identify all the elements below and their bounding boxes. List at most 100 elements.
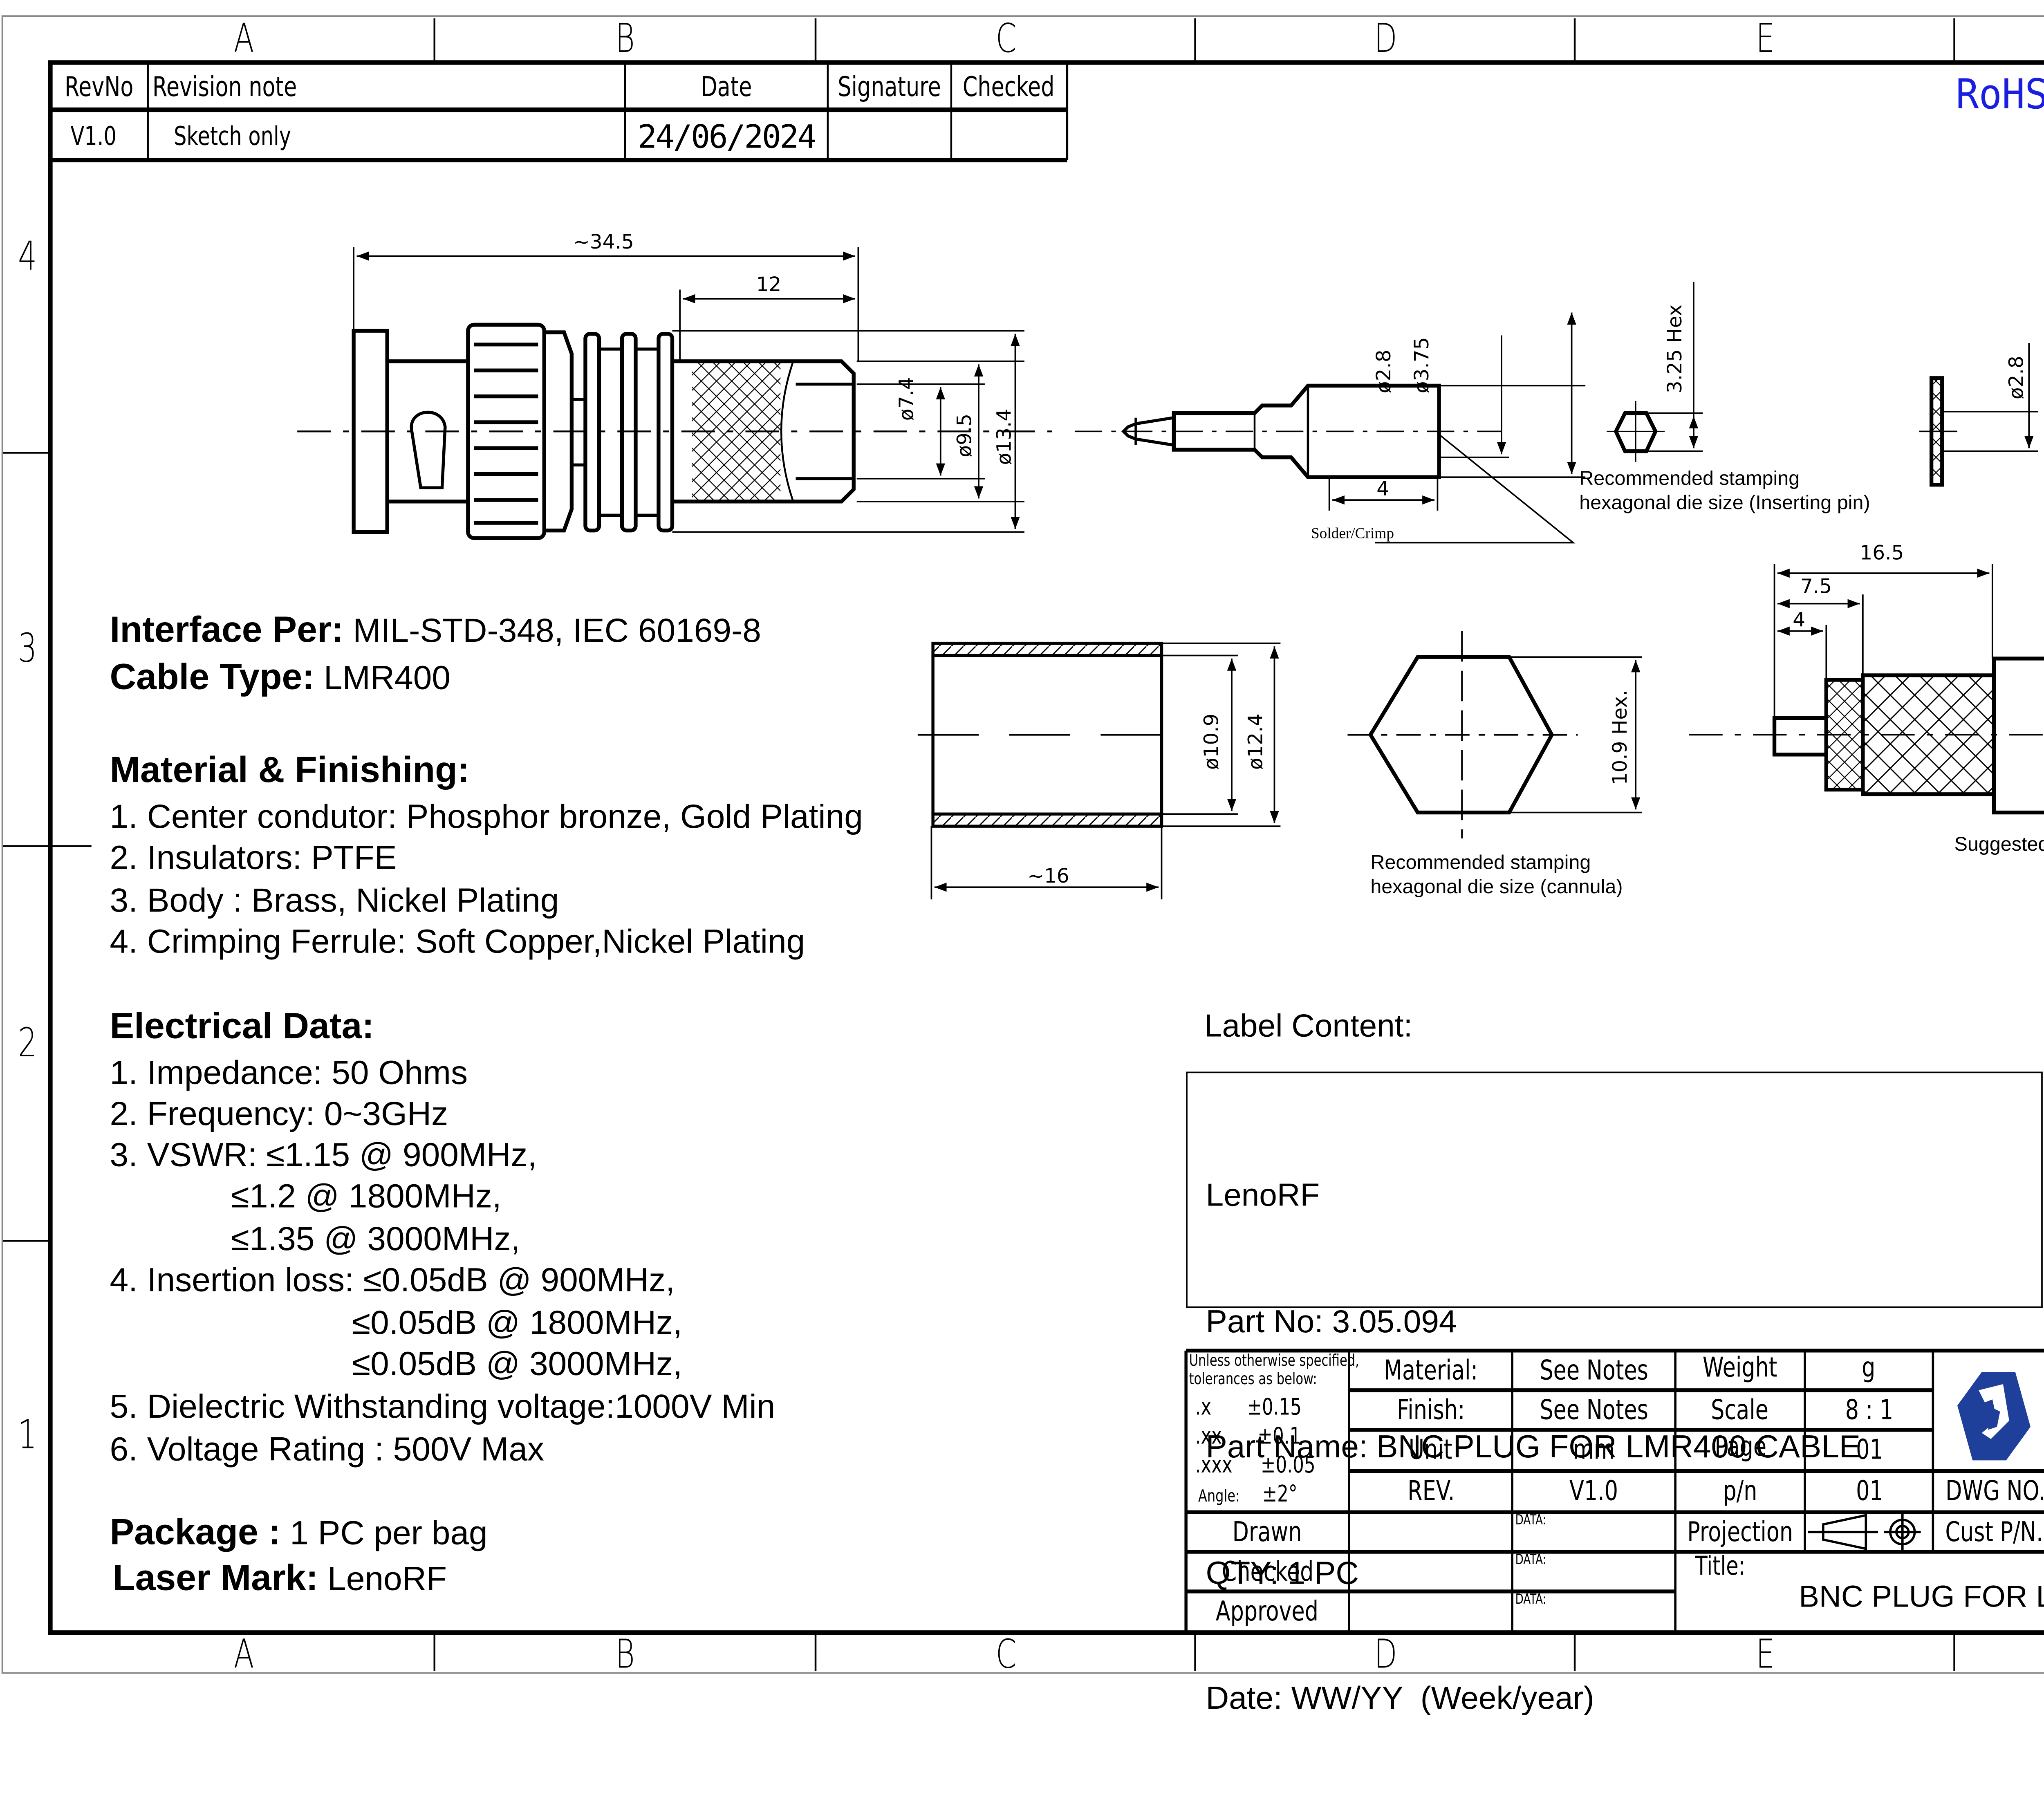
drawing-title: BNC PLUG FOR LMR400 CABLE [1799,1580,2044,1615]
prop-value-scale: 8 : 1 [1845,1394,1893,1426]
electrical-item: 5. Dielectric Withstanding voltage:1000V… [110,1387,775,1425]
zone-col-c-bottom: C [995,1632,1017,1679]
zone-row-2: 2 [18,1021,37,1067]
prop-label-rev: REV. [1407,1475,1455,1508]
approval-approved-date: DATA: [1515,1593,1546,1609]
zone-col-d: D [1374,17,1397,63]
electrical-heading: Electrical Data: [110,1006,374,1047]
dim-strip-total: 16.5 [1860,542,1904,566]
prop-label-material: Material: [1383,1354,1478,1387]
tolerance-key: Angle: [1198,1486,1240,1506]
rev-header-checked: Checked [963,71,1055,103]
tolerance-value: ±0.15 [1247,1393,1302,1421]
prop-label-weight: Weight [1703,1351,1777,1384]
material-heading: Material & Finishing: [110,750,470,791]
solder-crimp-callout: Solder/Crimp [1311,526,1394,543]
ferrule-view [917,641,1281,900]
electrical-item: ≤1.2 @ 1800MHz, [110,1177,502,1215]
approval-drawn-date: DATA: [1515,1513,1546,1529]
electrical-item: ≤0.05dB @ 1800MHz, [110,1303,682,1342]
electrical-item: ≤0.05dB @ 3000MHz, [110,1344,682,1383]
prop-value-finish: See Notes [1539,1394,1648,1426]
zone-col-e-bottom: E [1756,1632,1775,1679]
material-item: 3. Body : Brass, Nickel Plating [110,881,559,919]
cust-pn-label: Cust P/N. [1945,1516,2044,1548]
prop-label-finish: Finish: [1396,1394,1465,1426]
dim-strip-pin: 4 [1793,610,1806,633]
label-content-heading: Label Content: [1204,1009,1413,1044]
approval-checked-date: DATA: [1515,1553,1546,1569]
dim-ferrule-length: 12 [756,274,782,298]
label-line: Part Name: BNC PLUG FOR LMR400 CABLE [1206,1430,1861,1465]
electrical-item: 1. Impedance: 50 Ohms [110,1053,468,1091]
approval-drawn-label: Drawn [1233,1516,1302,1548]
rev-row-note: Sketch only [174,122,291,152]
prop-value-material: See Notes [1539,1354,1648,1387]
specs-laser-mark: Laser Mark: LenoRF [112,1558,447,1599]
label-line: Part No: 3.05.094 [1206,1304,1457,1339]
dim-strip-mid: 7.5 [1800,576,1832,599]
electrical-item: ≤1.35 @ 3000MHz, [110,1219,520,1258]
connector-side-view [297,247,1052,540]
pin-hex-caption-2: hexagonal die size (Inserting pin) [1579,491,1870,514]
tolerance-key: .x [1195,1393,1212,1421]
zone-col-b: B [615,17,635,63]
tolerance-value: ±2° [1262,1480,1298,1508]
company-logo: LenoRF [1936,1354,2044,1469]
prop-value-unit: mm [1573,1434,1615,1467]
electrical-item: 4. Insertion loss: ≤0.05dB @ 900MHz, [110,1260,675,1299]
rev-row-date: 24/06/2024 [637,119,817,156]
stripping-caption: Suggested stripping [1954,832,2044,855]
electrical-item: 6. Voltage Rating : 500V Max [110,1430,545,1468]
prop-value-rev: V1.0 [1569,1475,1618,1508]
dim-overall-length: ~34.5 [573,231,634,255]
rev-header-revno: RevNo [65,71,134,103]
technical-drawings [297,247,2044,900]
prop-label-pn: p/n [1723,1475,1757,1508]
ferrule-hex-caption-1: Recommended stamping [1370,850,1591,874]
zone-col-e: E [1756,17,1775,63]
prop-value-weight: g [1862,1351,1876,1384]
tolerance-heading-2: tolerances as below: [1189,1370,1317,1389]
dwg-no-label: DWG NO. [1945,1475,2044,1508]
tolerance-key: .xxx [1195,1451,1233,1479]
dim-pin-crimp-len: 4 [1376,478,1390,502]
electrical-item: 2. Frequency: 0~3GHz [110,1094,448,1133]
zone-row-3: 3 [18,626,37,672]
approval-checked-label: Checked [1221,1555,1313,1588]
zone-row-1: 1 [18,1413,37,1459]
zone-col-a-bottom: A [233,1632,254,1679]
stripping-view [1689,564,2044,815]
zone-col-c: C [995,17,1017,63]
label-line: LenoRF [1206,1178,1320,1214]
prop-label-page: Page [1714,1431,1766,1463]
rev-header-signature: Signature [838,71,941,103]
material-item: 4. Crimping Ferrule: Soft Copper,Nickel … [110,922,805,961]
material-item: 2. Insulators: PTFE [110,838,397,877]
rev-header-note: Revision note [152,71,297,103]
pin-hex-view [1607,282,1703,462]
sheet-frame [1,15,2044,1674]
title-label: Title: [1695,1552,1746,1582]
specs-package: Package : 1 PC per bag [110,1512,488,1553]
title-block-grid [1184,1349,2044,1633]
prop-label-scale: Scale [1711,1394,1769,1426]
specs-cable: Cable Type: LMR400 [110,657,451,698]
logo-hex-icon [1957,1372,2031,1461]
ferrule-hex-caption-2: hexagonal die size (cannula) [1370,875,1623,898]
approval-approved-label: Approved [1216,1596,1319,1628]
dim-ferrule-length: ~16 [1027,866,1069,889]
pin-hex-caption-1: Recommended stamping [1579,466,1800,490]
revision-table-grid [50,62,1069,163]
rev-header-date: Date [701,71,752,103]
tolerance-key: .xx [1195,1422,1222,1450]
rohs-compliant-label: RoHS Compliant. [1956,72,2044,119]
projection-label: Projection [1687,1516,1793,1548]
prop-label-unit: Unit [1409,1434,1452,1467]
prop-value-pn: 01 [1855,1475,1883,1508]
drawing-sheet: A B C D E F A B C D E F 4 3 2 1 4 3 2 1 … [1,15,2044,1717]
electrical-item: 3. VSWR: ≤1.15 @ 900MHz, [110,1136,537,1174]
projection-symbol [1808,1513,1921,1551]
pin-view [1074,312,1586,544]
zone-row-4: 4 [18,235,37,281]
